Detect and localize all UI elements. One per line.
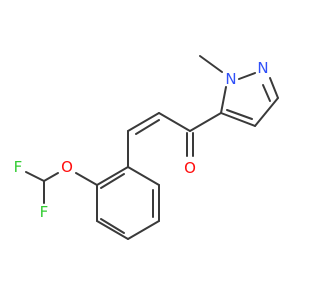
bond-vinyl-to-carbonyl: [158, 112, 191, 132]
bond-ring-c6-c1: [96, 166, 129, 186]
pyrazole-ring: [220, 72, 279, 127]
bond-ether-o-to-chf2: [43, 172, 59, 182]
bond-pyr-n1-n2: [238, 72, 256, 80]
atom-fluorine-2: F: [40, 203, 49, 221]
molecule-canvas: F F O O N N: [13, 55, 279, 240]
bond-pyr-n2-c3-inner: [262, 84, 271, 102]
atom-oxygen-carbonyl: O: [184, 159, 196, 177]
bond-ring-c4-c5: [96, 220, 129, 240]
bond-pyr-c4-c5-inner: [226, 109, 253, 120]
bond-pyr-c4-c5: [220, 112, 256, 127]
bond-ring-inner-3: [100, 173, 125, 189]
bond-ring-inner-2: [100, 218, 125, 234]
bond-n-methyl: [199, 55, 223, 73]
bond-pyr-c5-n1: [220, 86, 227, 114]
bond-ring-to-ether-o: [75, 172, 98, 186]
atom-nitrogen-2: N: [257, 59, 268, 77]
bond-pyr-n2-c3: [269, 77, 279, 99]
bond-vinyl-double-inner: [135, 119, 160, 135]
bond-vinyl-double-outer: [127, 112, 160, 132]
benzene-ring: [96, 166, 160, 240]
bond-pyr-c3-c4: [254, 97, 279, 127]
atom-nitrogen-1: N: [225, 70, 236, 88]
bond-ring-c3-c4: [127, 220, 160, 240]
bond-chf2-to-f1: [25, 171, 45, 182]
atom-fluorine-1: F: [14, 158, 23, 176]
bond-carbonyl-to-pyrazole: [189, 112, 222, 132]
molecule-structure: F F O O N N: [14, 55, 279, 240]
atom-oxygen-ether: O: [61, 158, 73, 176]
bond-ring-c1-c2: [127, 166, 160, 186]
